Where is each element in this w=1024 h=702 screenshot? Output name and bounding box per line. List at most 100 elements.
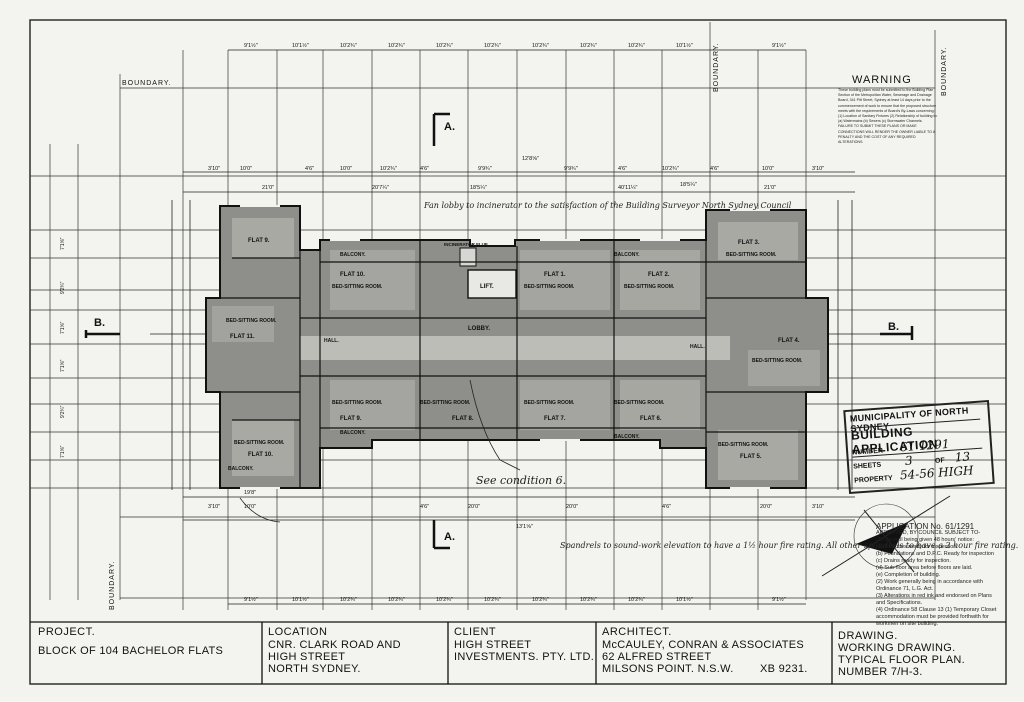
room-label-flat5: FLAT 5. — [740, 454, 762, 460]
dim-top: 9'1½" — [244, 42, 258, 49]
dim-bottom2: 10'2¾" — [388, 597, 405, 603]
dimension-lines — [171, 49, 855, 605]
dim-bottom: 10'0" — [244, 504, 256, 510]
dim-left: 7'1⅝" — [60, 237, 66, 250]
architect-value-1: McCAULEY, CONRAN & ASSOCIATES — [602, 639, 805, 651]
dim-row2: 10'0" — [240, 166, 252, 172]
location-value-3: NORTH SYDNEY. — [268, 663, 361, 675]
dim-top: 9'1½" — [772, 42, 786, 49]
approval-line: (c) Drains ready for inspection. — [876, 558, 951, 564]
approval-line: (d) Sub-floor area before floors are lai… — [876, 565, 973, 571]
bottom2-dimensions: 9'1½" 10'1½" 10'2¾" 10'2¾" 10'2¾" 10'2¾"… — [244, 596, 786, 603]
warning-body: These building plans must be submitted t… — [838, 88, 938, 145]
room-label-bed: BED-SITTING ROOM. — [524, 284, 575, 290]
client-value-2: INVESTMENTS. PTY. LTD. — [454, 651, 595, 663]
section-a-top: A. — [444, 121, 455, 133]
warning-title: WARNING — [852, 74, 912, 86]
approval-line: (2) Work generally being in accordance w… — [876, 579, 983, 585]
dim-row2: 12'8⅝" — [522, 156, 539, 162]
dim-bottom2: 10'1½" — [292, 596, 309, 603]
location-value-1: CNR. CLARK ROAD AND — [268, 639, 401, 651]
dim-bottom: 20'0" — [566, 504, 578, 510]
room-label-flat7: FLAT 7. — [544, 416, 566, 422]
dim-left: 9'2¾" — [60, 405, 66, 418]
approval-line: accommodation must be provided forthwith… — [876, 614, 989, 620]
room-label-balcony: BALCONY. — [614, 252, 640, 258]
room-label-flat9: FLAT 9. — [248, 238, 270, 244]
dim-top: 10'2¾" — [340, 43, 357, 49]
approval-line: (4) Ordinance 58 Clause 13 (1) Temporary… — [876, 607, 997, 613]
dim-row3: 21'0" — [764, 185, 776, 191]
row3-dimensions: 21'0" 20'7¼" 18'5¼" 40'11¼" 18'5¼" 21'0" — [262, 182, 776, 191]
room-label-bed: BED-SITTING ROOM. — [332, 400, 383, 406]
stamp-sheets-label: SHEETS — [853, 461, 882, 471]
dim-row3: 18'5¼" — [470, 185, 487, 191]
dim-top: 10'2¾" — [628, 43, 645, 49]
row2-dimensions: 3'10" 10'0" 4'6" 10'0" 10'2¾" 4'6" 9'9¾"… — [208, 156, 824, 172]
dim-bottom2: 10'1½" — [676, 596, 693, 603]
dim-bottom: 20'0" — [468, 504, 480, 510]
dim-row2: 4'6" — [710, 166, 719, 172]
stamp-of-label: OF — [934, 457, 945, 465]
room-label-flat6: FLAT 6. — [640, 416, 662, 422]
architect-value-2: 62 ALFRED STREET — [602, 651, 712, 663]
left-dimensions: 7'1⅝" 9'2¾" 7'1⅝" 7'1⅝" 9'2¾" 7'1⅝" — [60, 237, 66, 458]
room-label-bed: BED-SITTING ROOM. — [624, 284, 675, 290]
dim-row2: 10'0" — [340, 166, 352, 172]
approval-conditions: APPLICATION No. 61/1291 APPROVED, BY COU… — [876, 523, 996, 628]
project-value: BLOCK OF 104 BACHELOR FLATS — [38, 645, 224, 657]
top-dimensions: 9'1½" 10'1½" 10'2¾" 10'2¾" 10'2¾" 10'2¾"… — [244, 42, 786, 49]
boundary-label-top: BOUNDARY. — [122, 80, 172, 87]
dim-row2: 3'10" — [812, 166, 824, 172]
dim-top: 10'2¾" — [484, 43, 501, 49]
room-label-bed: BED-SITTING ROOM. — [718, 442, 769, 448]
room-label-hall: HALL. — [324, 338, 339, 344]
dim-centre: 13'1⅝" — [516, 524, 533, 530]
room-label-flat10b: FLAT 10. — [248, 452, 273, 458]
bottom-dimensions: 3'10" 19'8" 10'0" 4'6" 20'0" 20'0" 4'6" … — [208, 490, 824, 530]
approval-line: and Specifications. — [876, 600, 923, 606]
dim-row3: 20'7¼" — [372, 185, 389, 191]
room-label-flat1: FLAT 1. — [544, 272, 566, 278]
dim-top: 10'2¾" — [532, 43, 549, 49]
approval-line: Ordinance 71, L.G. Act. — [876, 586, 934, 592]
dim-row2: 4'6" — [305, 166, 314, 172]
room-label-bed: BED-SITTING ROOM. — [726, 252, 777, 258]
stamp-of-value: 13 — [954, 449, 971, 465]
room-label-balcony: BALCONY. — [614, 434, 640, 440]
note-incinerator: Fan lobby to incinerator to the satisfac… — [423, 201, 792, 210]
approval-line: (b) Foundations and D.P.C. Ready for ins… — [876, 551, 994, 557]
dim-row2: 4'6" — [420, 166, 429, 172]
approval-line: (3) Alterations in red ink and endorsed … — [876, 593, 992, 599]
architect-ref: XB 9231. — [760, 663, 808, 675]
dim-bottom: 3'10" — [812, 504, 824, 510]
section-a-bottom: A. — [444, 531, 455, 543]
dim-row2: 10'2¾" — [662, 166, 679, 172]
dim-left: 9'2¾" — [60, 281, 66, 294]
note-see-condition: See condition 6. — [476, 474, 566, 487]
stamp-property-label: PROPERTY — [853, 474, 893, 485]
approval-line: workmen on site building. — [876, 621, 939, 627]
boundary-label-left: BOUNDARY. — [109, 560, 116, 610]
north-arrow — [821, 495, 951, 577]
dim-row3: 18'5¼" — [680, 182, 697, 188]
room-label-balcony: BALCONY. — [340, 252, 366, 258]
dim-bottom2: 10'2¾" — [580, 597, 597, 603]
room-label-hall: HALL. — [690, 344, 705, 350]
room-label-flat8: FLAT 8. — [452, 416, 474, 422]
room-label-bed: BED-SITTING ROOM. — [524, 400, 575, 406]
dim-bottom2: 10'2¾" — [628, 597, 645, 603]
architect-label: ARCHITECT. — [602, 626, 672, 638]
room-label-bed: BED-SITTING ROOM. — [234, 440, 285, 446]
dim-left: 7'1⅝" — [60, 321, 66, 334]
project-label: PROJECT. — [38, 626, 96, 638]
dim-bottom: 3'10" — [208, 504, 220, 510]
room-label-bed: BED-SITTING ROOM. — [614, 400, 665, 406]
stamp-number-value: 61 1291 — [899, 436, 950, 455]
location-label: LOCATION — [268, 626, 328, 638]
room-labels: FLAT 9. BED-SITTING ROOM. FLAT 11. FLAT … — [226, 238, 803, 472]
approval-header: APPLICATION No. 61/1291 — [876, 522, 975, 531]
dim-row2: 3'10" — [208, 166, 220, 172]
